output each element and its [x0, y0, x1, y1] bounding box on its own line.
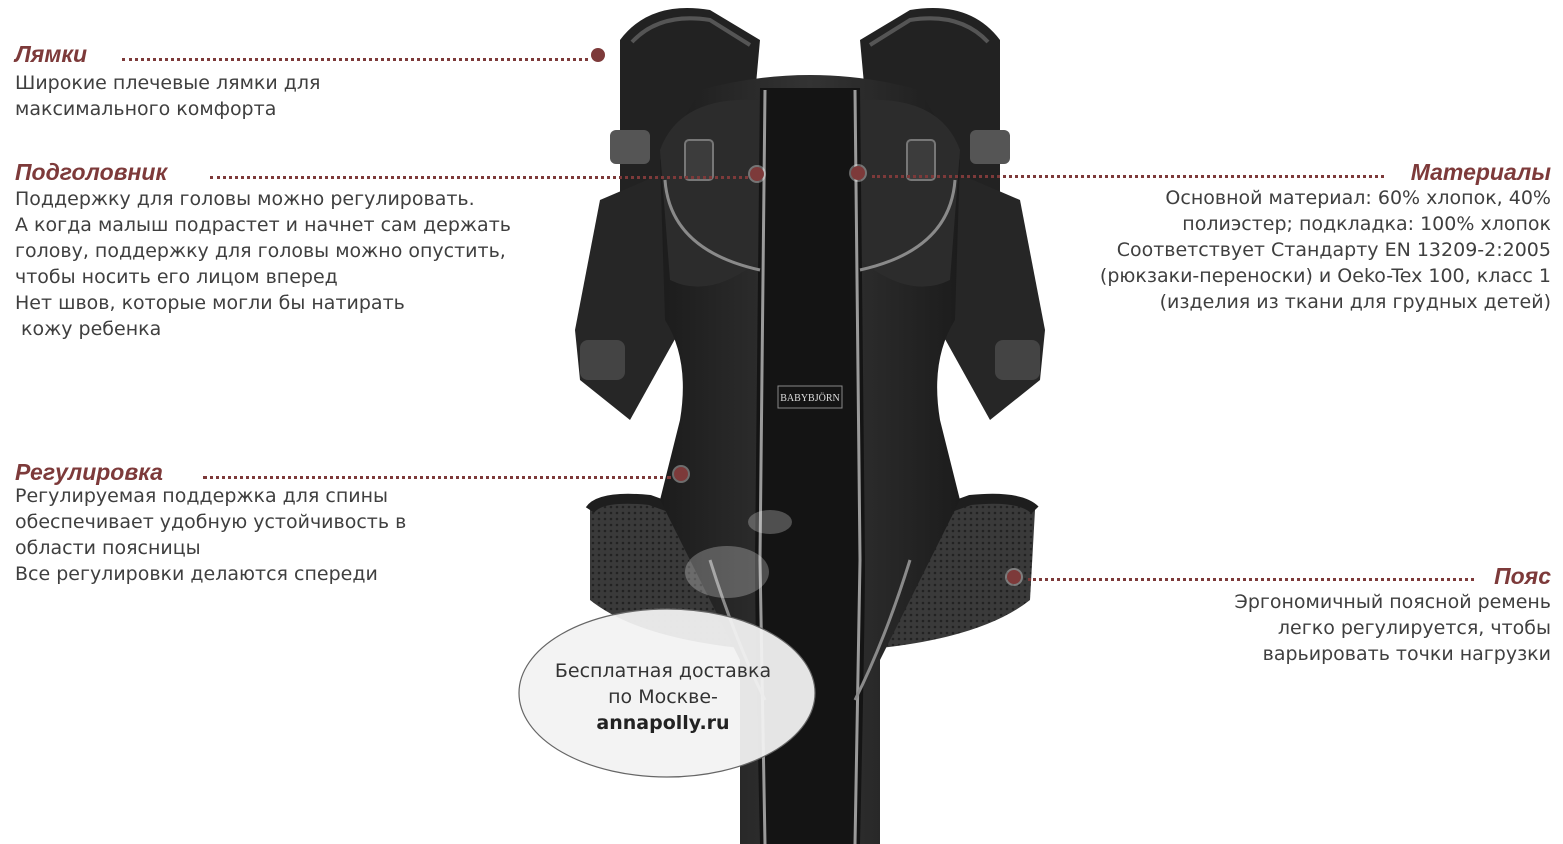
adjustment-description: Регулируемая поддержка для спины обеспеч… — [15, 483, 406, 587]
adjustment-line: обеспечивает удобную устойчивость в — [15, 511, 407, 533]
headrest-title: Подголовник — [15, 159, 168, 185]
right-shoulder-buckle — [970, 130, 1010, 164]
adjustment-line: Регулируемая поддержка для спины — [15, 485, 389, 507]
materials-line: (изделия из ткани для грудных детей) — [1159, 291, 1551, 313]
brand-label: BABYBJÖRN — [780, 392, 839, 404]
materials-title: Материалы — [1410, 159, 1551, 185]
bubble-site-link[interactable]: annapolly.ru — [596, 712, 730, 734]
headrest-line: голову, поддержку для головы можно опуст… — [15, 240, 506, 262]
belt-description: Эргономичный поясной ремень легко регули… — [1235, 589, 1551, 667]
materials-line: (рюкзаки-переноски) и Oeko-Tex 100, клас… — [1099, 265, 1551, 287]
straps-title: Лямки — [15, 41, 88, 67]
brand-label-patch — [777, 385, 843, 409]
right-side-buckle — [995, 340, 1040, 380]
headrest-marker — [750, 167, 764, 181]
left-shoulder-buckle — [610, 130, 650, 164]
headrest-line: кожу ребенка — [15, 318, 162, 340]
materials-description: Основной материал: 60% хлопок, 40% полиэ… — [1100, 185, 1551, 315]
headrest-line: чтобы носить его лицом вперед — [15, 266, 338, 288]
headrest-left — [660, 99, 760, 287]
materials-line: полиэстер; подкладка: 100% хлопок — [1182, 213, 1551, 235]
straps-leader-line — [122, 58, 588, 61]
delivery-bubble — [518, 608, 816, 778]
materials-line: Соответствует Стандарту EN 13209-2:2005 — [1116, 239, 1551, 261]
adjustment-line: Все регулировки делаются спереди — [15, 563, 378, 585]
left-side-buckle — [580, 340, 625, 380]
belt-line: легко регулируется, чтобы — [1277, 617, 1551, 639]
belt-marker — [1007, 570, 1021, 584]
materials-leader-line — [872, 175, 1384, 178]
straps-line: максимального комфорта — [15, 98, 277, 120]
materials-marker — [851, 166, 865, 180]
right-strap-adjuster — [906, 139, 936, 181]
belt-title: Пояс — [1494, 563, 1551, 589]
headrest-leader-line — [210, 176, 748, 179]
left-strap-adjuster — [684, 139, 714, 181]
belt-leader-line — [1028, 578, 1474, 581]
bubble-line-2: по Москве- — [608, 686, 718, 708]
straps-description: Широкие плечевые лямки для максимального… — [15, 70, 320, 122]
headrest-line: Нет швов, которые могли бы натирать — [15, 292, 405, 314]
belt-line: варьировать точки нагрузки — [1262, 643, 1551, 665]
adjustment-title: Регулировка — [15, 459, 163, 485]
straps-marker — [591, 48, 605, 62]
belt-line: Эргономичный поясной ремень — [1234, 591, 1551, 613]
adjustment-leader-line — [203, 476, 671, 479]
materials-line: Основной материал: 60% хлопок, 40% — [1165, 187, 1551, 209]
adjustment-line: области поясницы — [15, 537, 201, 559]
straps-line: Широкие плечевые лямки для — [15, 72, 321, 94]
headrest-line: А когда малыш подрастет и начнет сам дер… — [15, 214, 511, 236]
bubble-line-1: Бесплатная доставка — [554, 660, 772, 682]
headrest-description: Поддержку для головы можно регулировать.… — [15, 186, 511, 342]
headrest-right — [860, 99, 960, 287]
adjustment-marker — [674, 467, 688, 481]
headrest-line: Поддержку для головы можно регулировать. — [15, 188, 475, 210]
delivery-bubble-text: Бесплатная доставка по Москве- annapolly… — [520, 658, 806, 736]
